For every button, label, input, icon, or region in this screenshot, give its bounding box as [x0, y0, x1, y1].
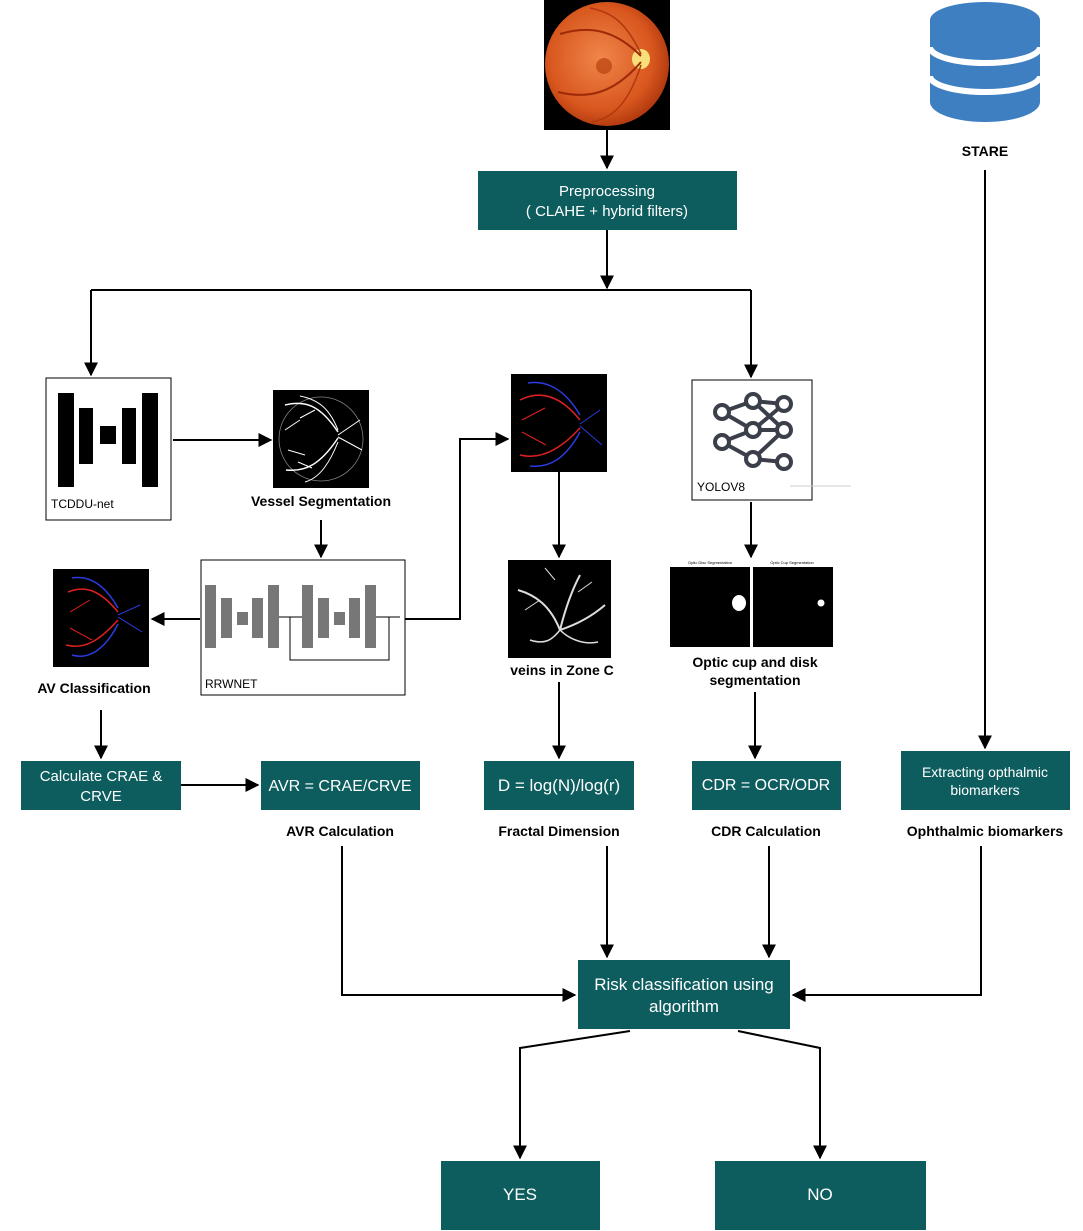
veins-zone-c-label: veins in Zone C	[510, 662, 613, 678]
fundus-image	[544, 0, 670, 130]
av-vessel-image	[511, 374, 607, 472]
stare-label: STARE	[962, 143, 1008, 159]
avr-formula: AVR = CRAE/CRVE	[268, 778, 411, 795]
extract-biomarkers-line2: biomarkers	[950, 782, 1019, 798]
calculate-crae-box	[21, 761, 181, 810]
preprocessing-box	[478, 171, 737, 230]
fractal-dimension-label: Fractal Dimension	[498, 823, 619, 839]
rrwnet-label: RRWNET	[205, 677, 258, 691]
risk-classification-line1: Risk classification using	[594, 975, 774, 994]
optic-cup-panel: Optic Cup Segmentation	[753, 560, 833, 647]
yolov8-label: YOLOV8	[697, 480, 745, 494]
optic-disc-panel-title: Optic Disc Segmentation	[688, 560, 732, 565]
veins-zone-c-image	[508, 560, 611, 658]
tcddu-net-label: TCDDU-net	[51, 497, 114, 511]
calculate-crae-line1: Calculate CRAE &	[40, 768, 163, 785]
avr-calculation-label: AVR Calculation	[286, 823, 394, 839]
av-classification-label: AV Classification	[37, 680, 150, 696]
cdr-calculation-label: CDR Calculation	[711, 823, 821, 839]
yolov8-box	[691, 379, 851, 501]
neural-network-icon	[713, 392, 793, 471]
av-classification-image	[53, 569, 149, 667]
optic-cup-panel-title: Optic Cup Segmentation	[770, 560, 814, 565]
vessel-segmentation-label: Vessel Segmentation	[251, 493, 391, 509]
risk-classification-line2: algorithm	[649, 997, 719, 1016]
optic-segmentation-label-line1: Optic cup and disk	[692, 654, 817, 670]
preprocessing-title: Preprocessing	[559, 183, 655, 200]
cdr-formula-box	[692, 761, 841, 810]
risk-classification-box	[578, 960, 790, 1029]
vessel-segmentation-image	[273, 390, 369, 488]
cdr-formula: CDR = OCR/ODR	[702, 777, 830, 794]
calculate-crae-line2: CRVE	[80, 788, 121, 805]
ophthalmic-biomarkers-label: Ophthalmic biomarkers	[907, 823, 1064, 839]
connectors	[84, 130, 992, 1160]
avr-formula-box	[261, 761, 420, 810]
optic-disc-panel: Optic Disc Segmentation	[670, 560, 750, 647]
database-icon	[927, 2, 1043, 122]
fractal-formula-box	[484, 761, 634, 810]
extract-biomarkers-box	[901, 751, 1070, 810]
no-outcome-box	[715, 1161, 926, 1230]
no-label: NO	[807, 1185, 833, 1204]
yes-outcome-box	[441, 1161, 600, 1230]
optic-segmentation-label-line2: segmentation	[709, 672, 800, 688]
extract-biomarkers-line1: Extracting opthalmic	[922, 764, 1048, 780]
yes-label: YES	[503, 1185, 537, 1204]
rrwnet-box	[200, 559, 406, 696]
fractal-formula: D = log(N)/log(r)	[498, 776, 620, 795]
preprocessing-subtitle: ( CLAHE + hybrid filters)	[526, 203, 688, 220]
tcddu-net-box	[45, 377, 172, 521]
